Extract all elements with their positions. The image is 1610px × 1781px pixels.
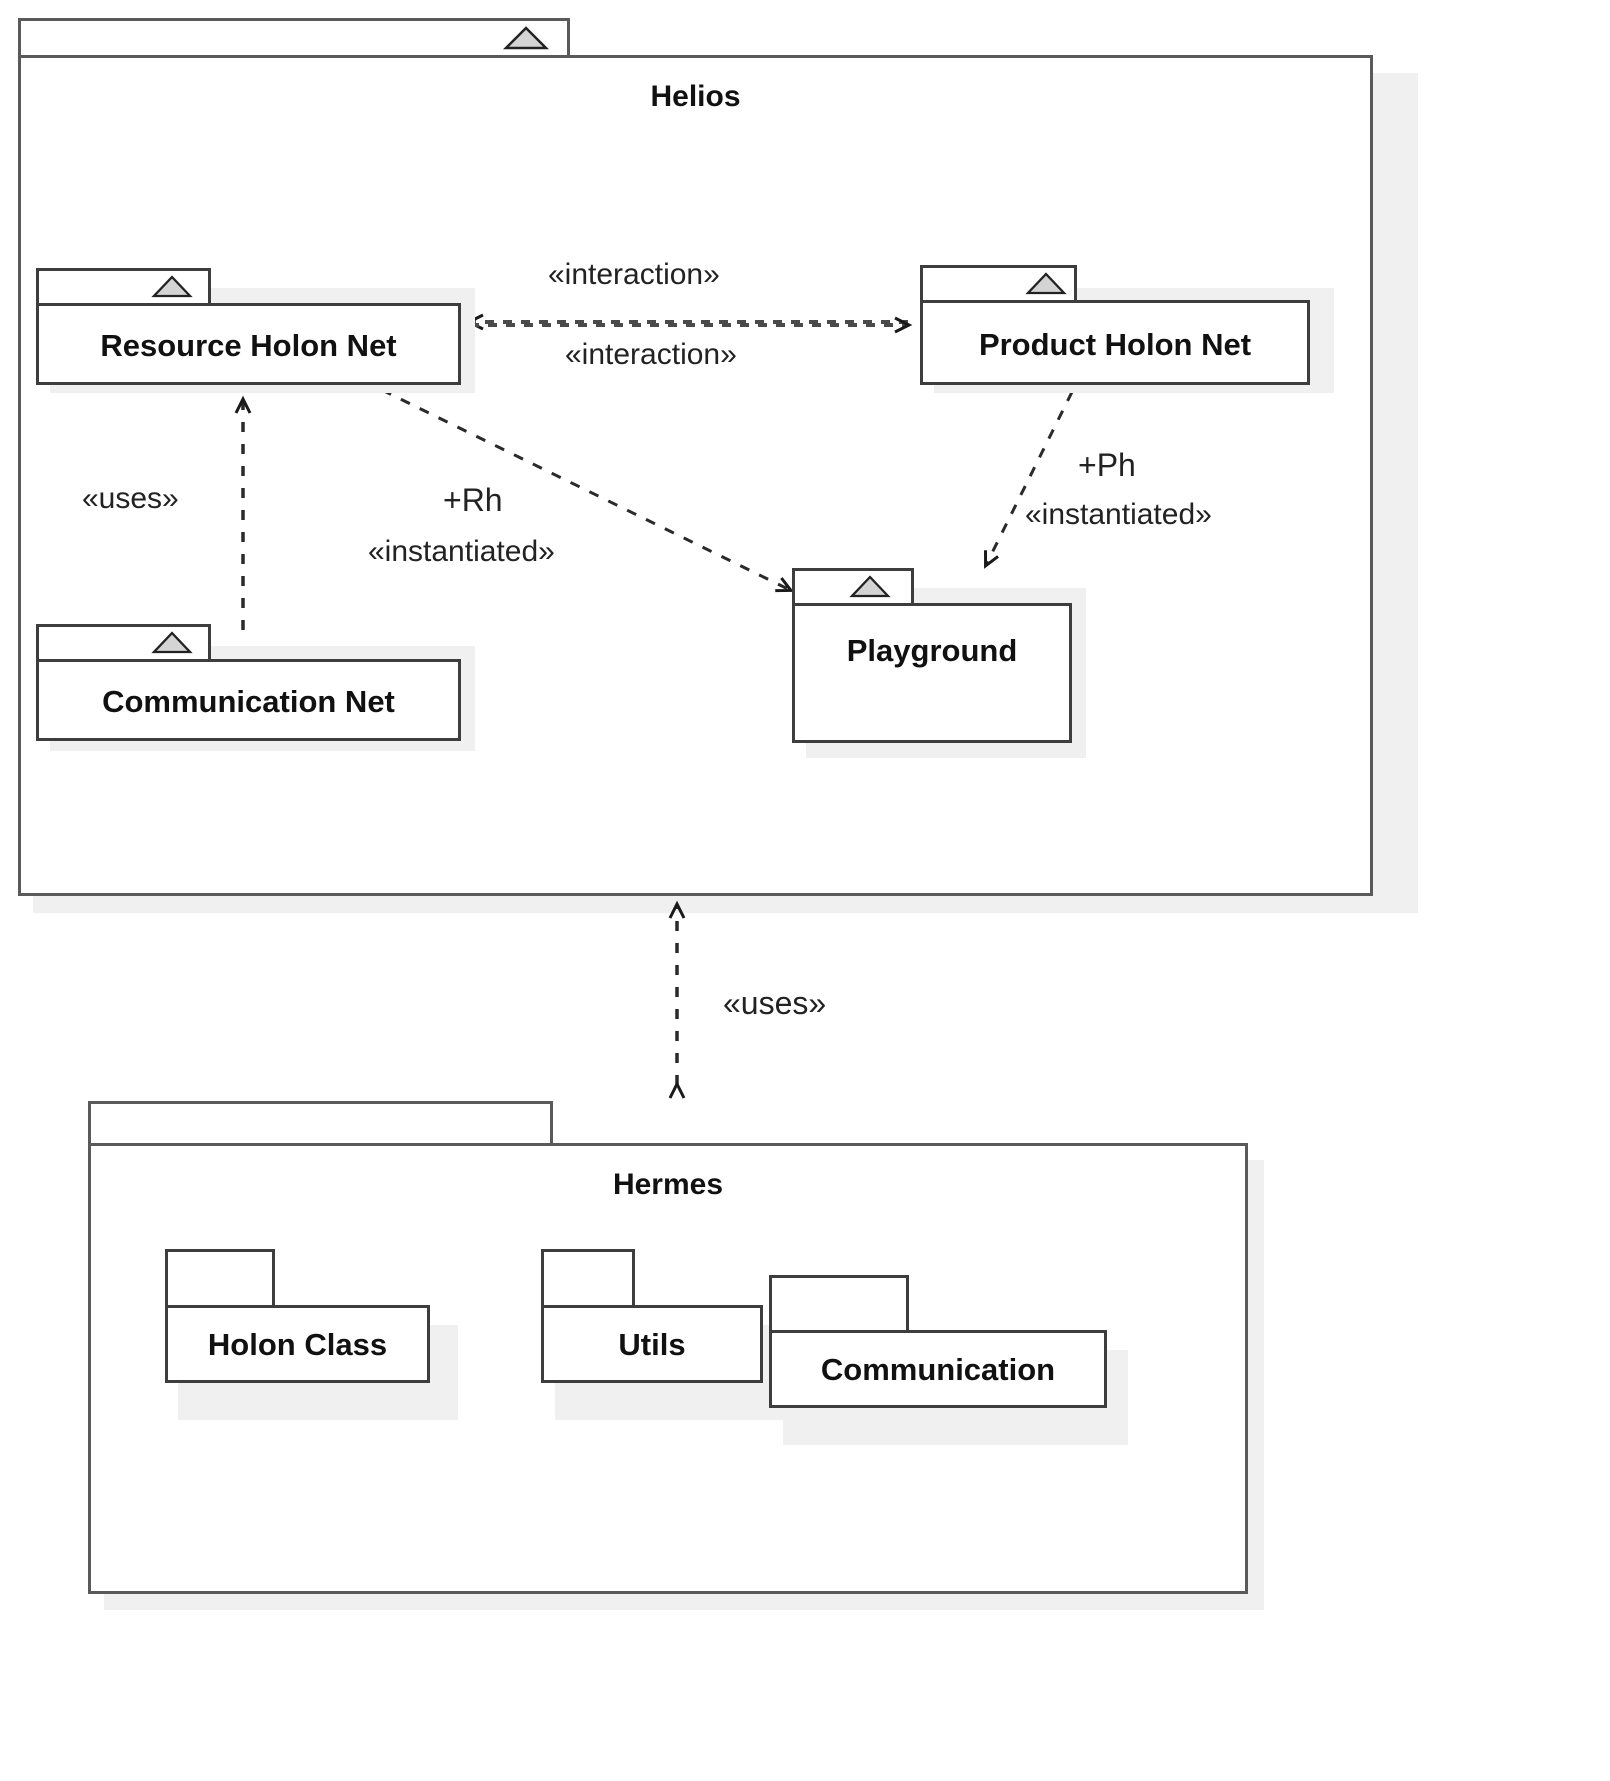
- playground-title: Playground: [846, 633, 1018, 668]
- rhn-body: [36, 303, 461, 385]
- label-uses-left: «uses»: [82, 482, 179, 515]
- phn-tab: [920, 265, 1077, 300]
- phn-body: [920, 300, 1310, 385]
- holon-class-tab: [165, 1249, 275, 1305]
- triangle-icon: [500, 22, 552, 59]
- phn-title: Product Holon Net: [978, 327, 1252, 362]
- hermes-tab: [88, 1101, 553, 1143]
- label-ph: +Ph: [1078, 447, 1136, 483]
- communication-body: [769, 1330, 1107, 1408]
- helios-tab: [18, 18, 570, 55]
- label-ph-stereotype: «instantiated»: [1025, 498, 1212, 531]
- playground-body: [792, 603, 1072, 743]
- hermes-title: Hermes: [612, 1168, 724, 1201]
- cn-tab: [36, 624, 211, 659]
- cn-title: Communication Net: [102, 684, 395, 719]
- label-uses-middle: «uses»: [723, 985, 827, 1021]
- playground-tab: [792, 568, 914, 603]
- utils-title: Utils: [618, 1327, 686, 1362]
- triangle-icon: [846, 572, 894, 607]
- helios-body: [18, 55, 1373, 896]
- rhn-tab: [36, 268, 211, 303]
- rhn-title: Resource Holon Net: [100, 328, 397, 363]
- holon-class-title: Holon Class: [207, 1327, 388, 1362]
- label-rh: +Rh: [443, 482, 503, 518]
- triangle-icon: [148, 272, 196, 307]
- utils-tab: [541, 1249, 635, 1305]
- cn-body: [36, 659, 461, 741]
- utils-body: [541, 1305, 763, 1383]
- holon-class-body: [165, 1305, 430, 1383]
- communication-title: Communication: [820, 1352, 1056, 1387]
- triangle-icon: [148, 628, 196, 663]
- helios-title: Helios: [650, 80, 741, 113]
- label-rh-stereotype: «instantiated»: [368, 535, 555, 568]
- label-interaction-top: «interaction»: [548, 258, 720, 291]
- communication-tab: [769, 1275, 909, 1330]
- label-interaction-bottom: «interaction»: [565, 338, 737, 371]
- triangle-icon: [1022, 269, 1070, 304]
